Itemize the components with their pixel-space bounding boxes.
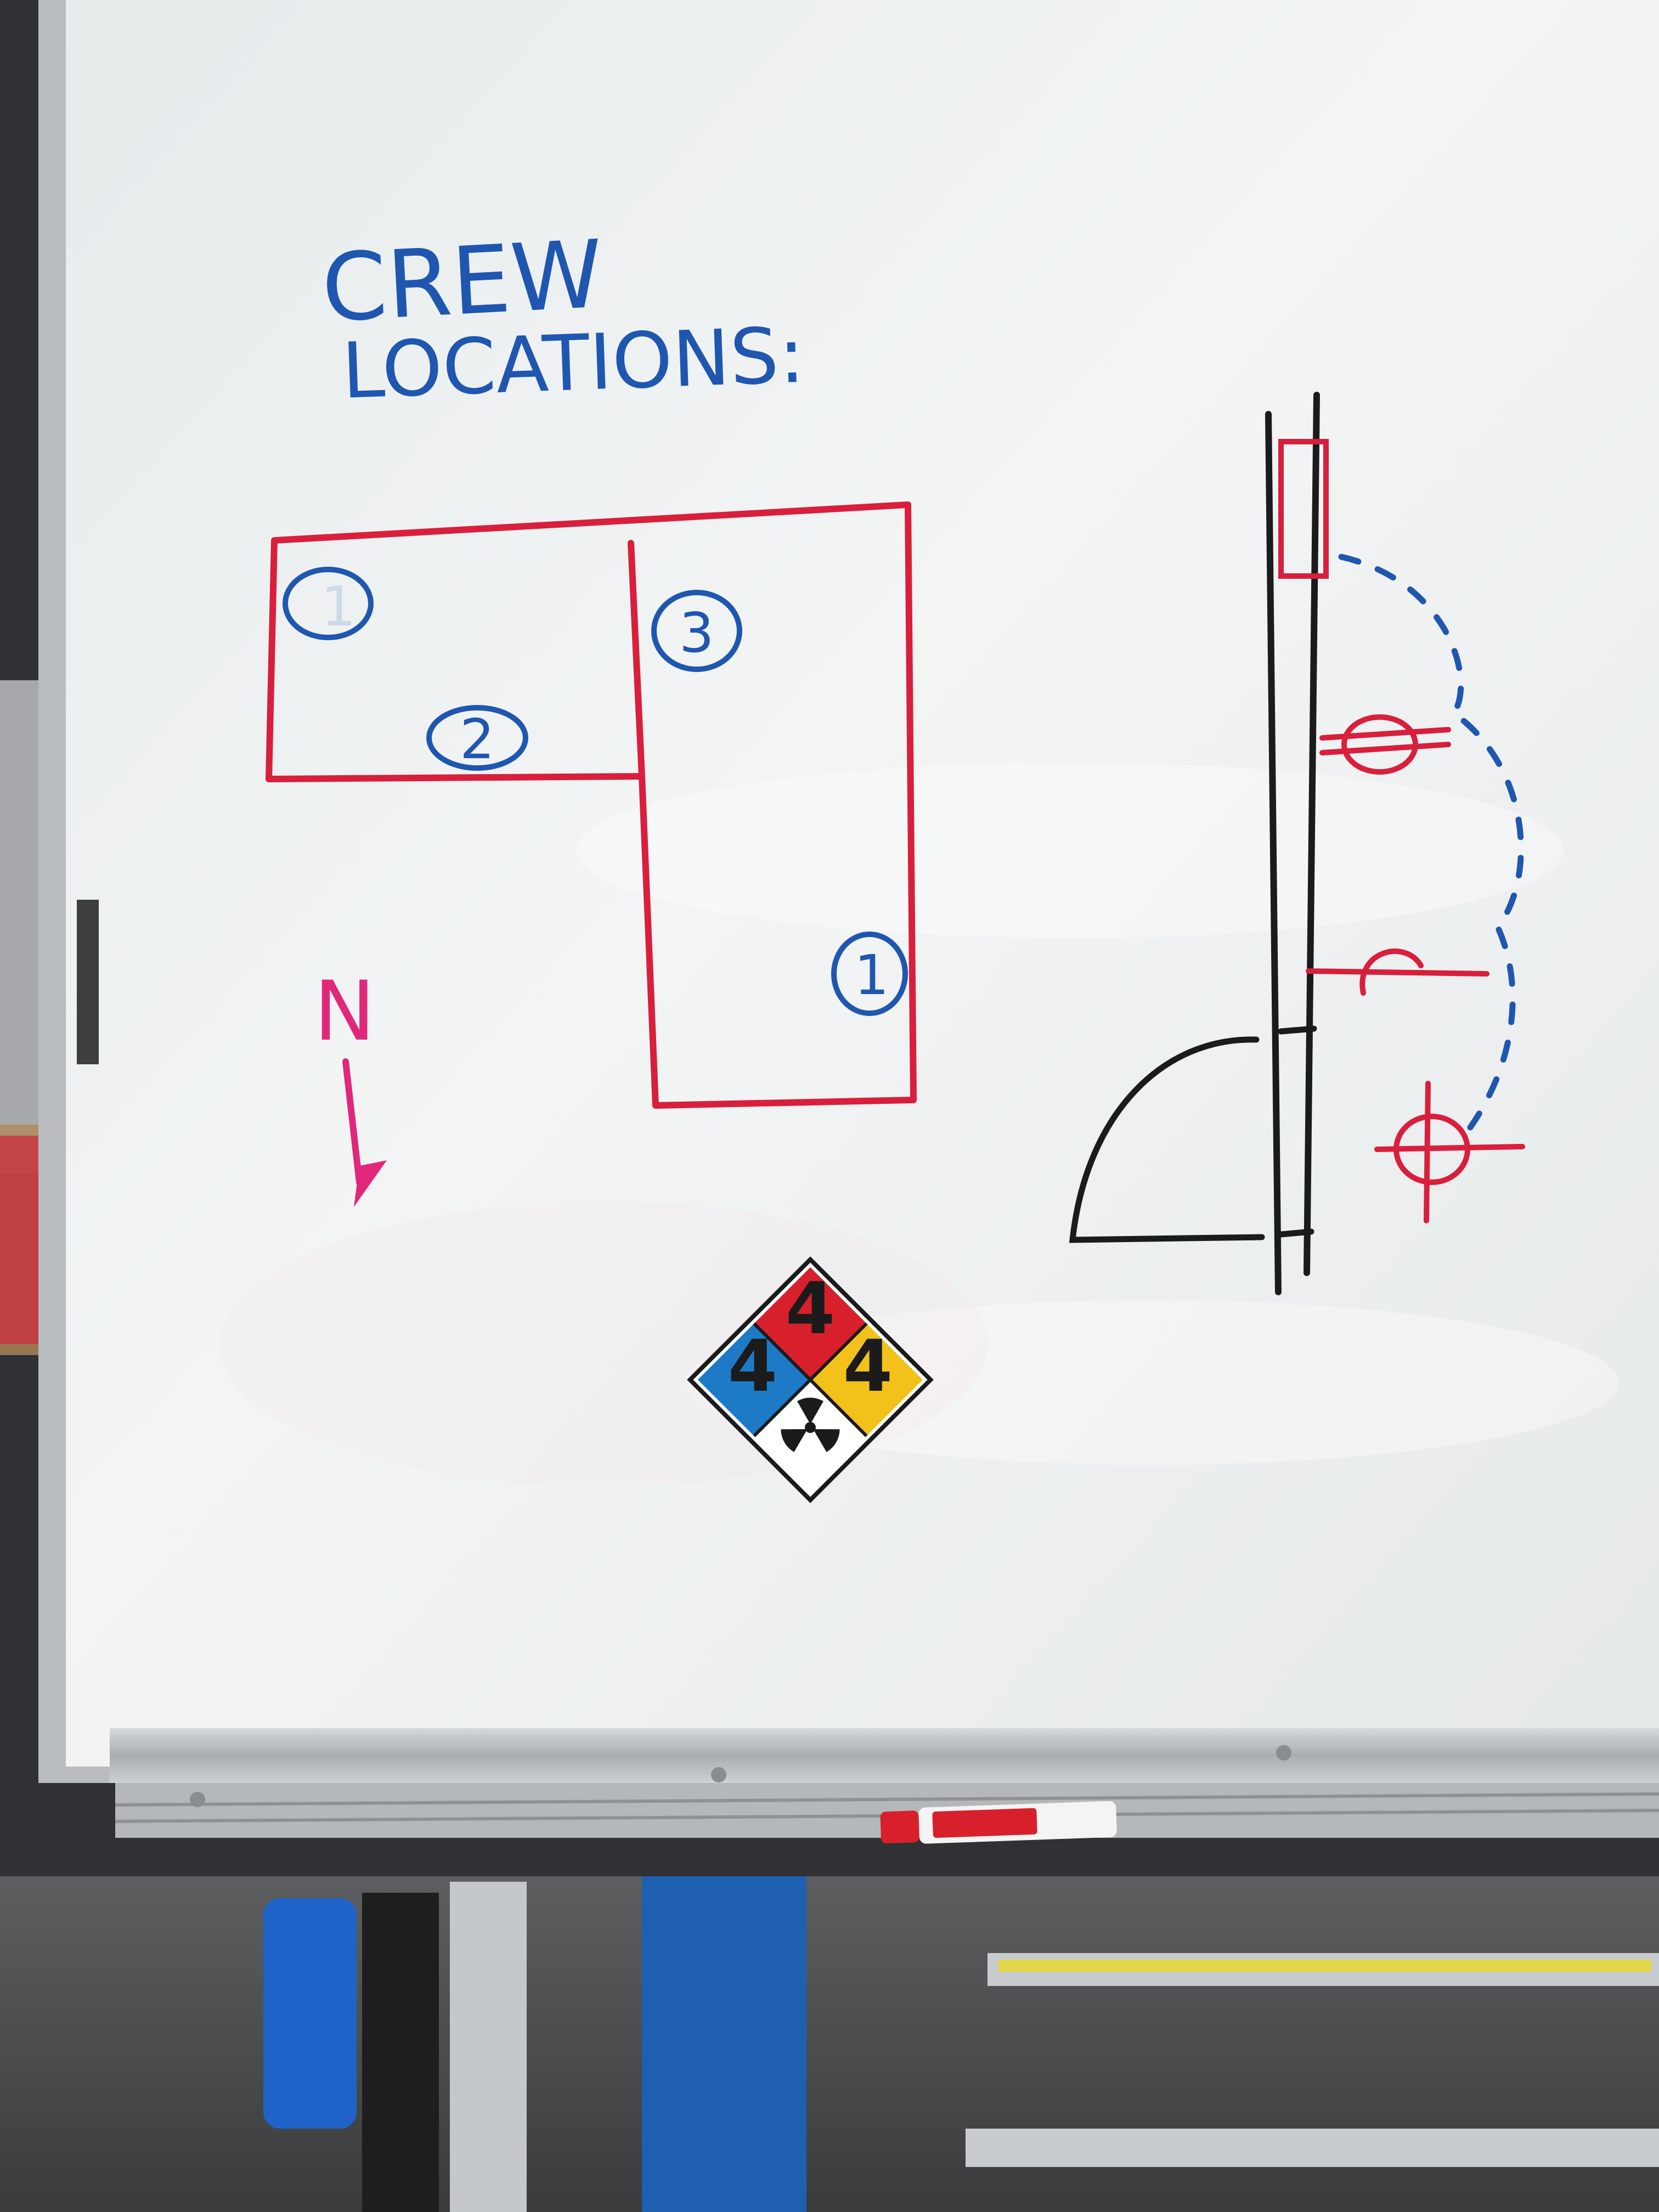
floor-plan	[266, 501, 917, 1109]
crew-markers: 1 2 3 1	[283, 567, 908, 1016]
heading-line1: CREW	[319, 220, 606, 343]
hazard-placard	[687, 1256, 934, 1503]
crew-position-label: 1	[321, 574, 356, 639]
crew-position-label: 2	[460, 707, 495, 771]
whiteboard	[38, 0, 1659, 1783]
heading: CREW LOCATIONS:	[319, 220, 806, 416]
compass-letter: N	[314, 964, 375, 1059]
crew-position-1-topleft: 1	[283, 567, 374, 640]
door-arc	[1069, 1036, 1265, 1243]
right-diagram	[1069, 392, 1525, 1295]
crew-position-1: 1	[831, 932, 908, 1016]
instability-rating: 4	[843, 1324, 893, 1408]
crosshair-target	[1374, 1081, 1525, 1223]
heading-line2: LOCATIONS:	[340, 311, 806, 416]
floor-plan-divider	[628, 540, 645, 780]
wall-line-right	[1304, 392, 1320, 1276]
red-marker	[880, 1801, 1117, 1844]
crew-position-3: 3	[651, 590, 742, 672]
health-rating: 4	[728, 1324, 777, 1408]
flammability-rating: 4	[786, 1267, 835, 1350]
dashed-path	[1338, 554, 1524, 1131]
crew-position-2: 2	[426, 705, 528, 771]
fixture-middle	[1306, 949, 1489, 996]
radiation-icon	[781, 1397, 840, 1452]
fixture-top	[1319, 714, 1451, 775]
wall-line-left	[1265, 411, 1282, 1295]
crew-position-label: 3	[679, 601, 714, 665]
north-arrow: N	[314, 964, 387, 1207]
crew-position-label: 1	[854, 943, 889, 1007]
marker-tray	[110, 1728, 1659, 1838]
floor-plan-outline	[266, 501, 917, 1109]
hazard-placard-numbers: 4 4 4	[728, 1267, 893, 1408]
placard-flammability	[754, 1267, 867, 1380]
stand-and-ladder	[263, 1876, 1659, 2212]
